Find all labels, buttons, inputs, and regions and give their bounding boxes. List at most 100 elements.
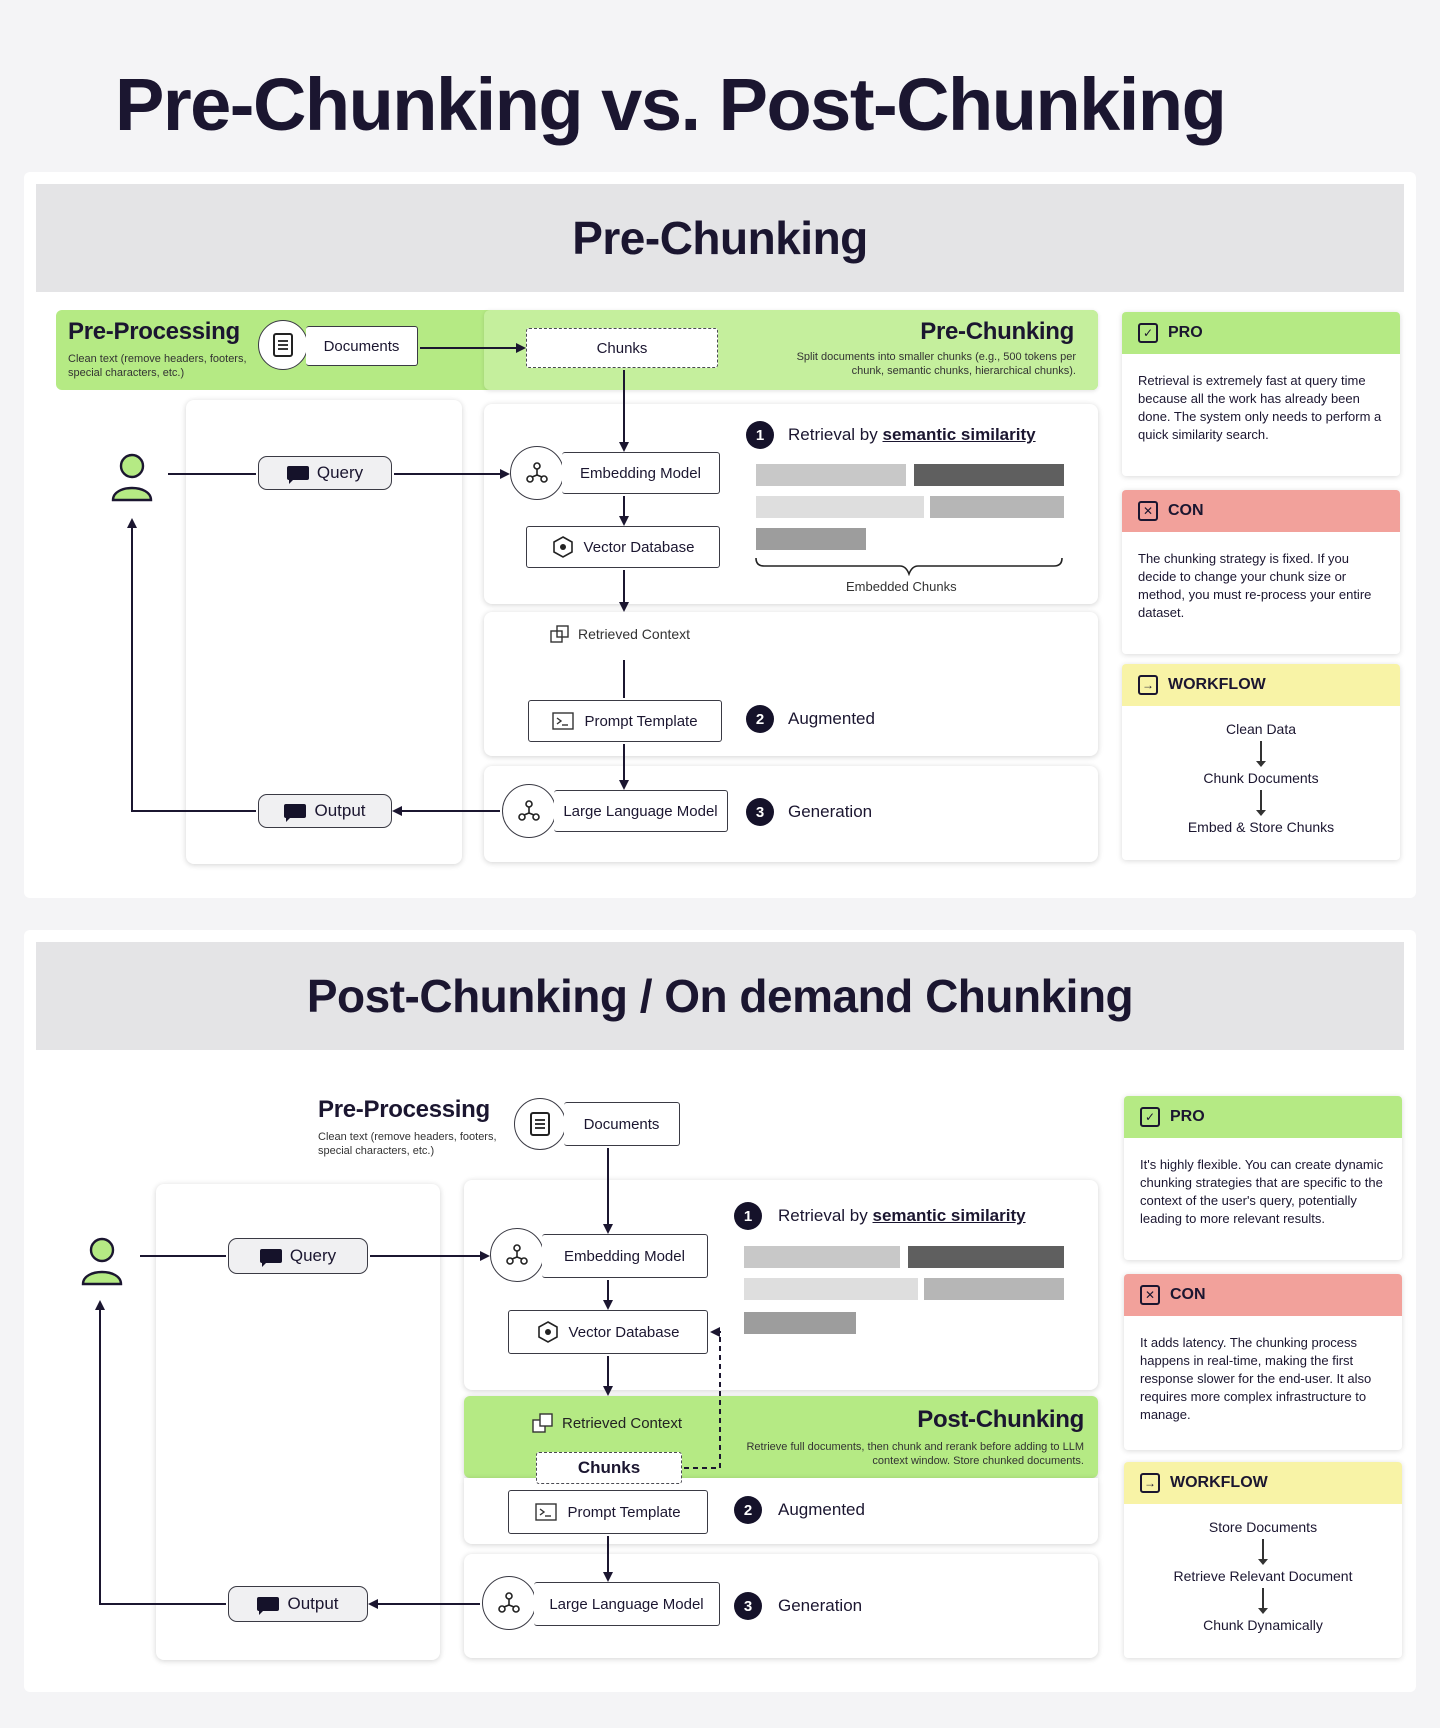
pre-pro-label: PRO [1168,324,1203,341]
post-workflow-label: WORKFLOW [1170,1474,1268,1491]
pre-documents-node[interactable]: Documents [306,326,418,366]
copy-icon [550,625,569,643]
post-embedding-model-node[interactable]: Embedding Model [542,1234,708,1278]
terminal-icon [552,712,575,730]
chat-icon [286,466,309,484]
chat-icon [259,1249,282,1267]
network-icon [506,1244,528,1265]
pre-llm-node[interactable]: Large Language Model [554,790,728,832]
post-chunk-bar [744,1312,856,1334]
post-chunk-bar [744,1278,918,1300]
post-con-label: CON [1170,1286,1206,1303]
pre-retrieved-context: Retrieved Context [550,624,690,644]
post-workflow-step: Retrieve Relevant Document [1173,1568,1353,1584]
arrow-right-icon: → [1140,1473,1160,1493]
post-vector-database-node[interactable]: Vector Database [508,1310,708,1354]
pre-workflow-label: WORKFLOW [1168,676,1266,693]
pre-workflow-steps: Clean Data Chunk Documents Embed & Store… [1122,706,1400,854]
post-prompt-template-label: Prompt Template [567,1503,681,1521]
pre-documents-icon-circle [258,320,308,370]
pre-output-label: Output [314,801,366,820]
down-arrow-icon [1258,1539,1268,1565]
post-con-text: It adds latency. The chunking process ha… [1140,1335,1372,1422]
document-icon [530,1112,550,1136]
post-user-icon [81,1237,123,1286]
post-pro-text: It's highly flexible. You can create dyn… [1140,1157,1384,1226]
pre-prompt-template-node[interactable]: Prompt Template [528,700,722,742]
pre-output-pill[interactable]: Output [258,794,392,828]
post-step2-text: Augmented [778,1500,865,1519]
check-icon: ✓ [1138,323,1158,343]
pre-step1-text: Retrieval by semantic similarity [788,425,1036,445]
pre-workflow-step: Chunk Documents [1203,770,1319,786]
down-arrow-icon [1256,741,1266,767]
pre-chunk-bar [914,464,1064,486]
post-workflow-steps: Store Documents Retrieve Relevant Docume… [1124,1504,1402,1652]
chat-icon [284,804,307,822]
post-pro-label: PRO [1170,1108,1205,1125]
network-icon [498,1592,520,1613]
terminal-icon [535,1503,558,1521]
post-step1-emphasis: semantic similarity [872,1206,1026,1225]
document-icon [273,333,293,357]
post-llm-icon-circle [482,1576,536,1630]
pre-vector-database-node[interactable]: Vector Database [526,526,720,568]
pre-retrieved-context-label: Retrieved Context [578,626,691,642]
post-con-header: ✕CON [1124,1274,1402,1316]
pre-con-label: CON [1168,502,1204,519]
post-query-pill[interactable]: Query [228,1238,368,1274]
post-pro-card: ✓ PRO It's highly flexible. You can creat… [1124,1096,1402,1260]
pre-user-icon [111,453,153,502]
post-retrieved-context: Retrieved Context [532,1412,682,1434]
pre-query-pill[interactable]: Query [258,456,392,490]
pre-pro-text: Retrieval is extremely fast at query tim… [1138,373,1382,442]
post-step2-number: 2 [734,1496,762,1524]
pre-vector-database-label: Vector Database [583,538,695,556]
pre-query-label: Query [316,463,364,482]
pre-step1-emphasis: semantic similarity [882,425,1036,444]
pre-chunks-node[interactable]: Chunks [526,328,718,368]
post-chunk-bar [744,1246,900,1268]
pre-llm-icon-circle [502,784,556,838]
pre-embedded-chunks-label: Embedded Chunks [846,579,957,594]
arrow-right-icon: → [1138,675,1158,695]
post-embedding-icon-circle [490,1228,544,1282]
post-step3-text: Generation [778,1596,863,1615]
down-arrow-icon [1258,1588,1268,1614]
post-output-pill[interactable]: Output [228,1586,368,1622]
pre-workflow-card: → WORKFLOW Clean Data Chunk Documents Emb… [1122,664,1400,860]
pre-step1-number: 1 [746,421,774,449]
pre-embedded-chunks-brace [755,557,1063,576]
post-workflow-step: Chunk Dynamically [1203,1617,1323,1633]
pre-chunk-bar [756,496,924,518]
pre-step2-number: 2 [746,705,774,733]
down-arrow-icon [1256,790,1266,816]
pre-con-header: ✕CON [1122,490,1400,532]
post-documents-icon-circle [514,1098,566,1150]
post-documents-node[interactable]: Documents [564,1102,680,1146]
pre-preprocessing-title: Pre-Processing [68,318,240,345]
pre-pro-header: ✓ PRO [1122,312,1400,354]
post-workflow-card: → WORKFLOW Store Documents Retrieve Relev… [1124,1462,1402,1658]
post-query-label: Query [289,1246,337,1265]
post-prompt-template-node[interactable]: Prompt Template [508,1490,708,1534]
pre-chunking-desc: Split documents into smaller chunks (e.g… [796,351,1076,377]
database-icon [537,1321,558,1343]
post-llm-node[interactable]: Large Language Model [534,1582,720,1626]
pre-chunk-bar [756,464,906,486]
post-con-card: ✕CON It adds latency. The chunking proce… [1124,1274,1402,1450]
pre-workflow-step: Clean Data [1225,721,1297,737]
chat-icon [257,1597,280,1615]
post-workflow-header: → WORKFLOW [1124,1462,1402,1504]
pre-embedding-model-node[interactable]: Embedding Model [562,452,720,494]
post-chunks-node[interactable]: Chunks [536,1452,682,1484]
network-icon [518,800,540,821]
pre-chunking-title: Pre-Chunking [920,318,1074,345]
post-step1-number: 1 [734,1202,762,1230]
check-icon: ✓ [1140,1107,1160,1127]
post-step1-text: Retrieval by semantic similarity [778,1206,1026,1226]
pre-embedding-icon-circle [510,446,564,500]
post-vector-database-label: Vector Database [568,1323,680,1341]
post-retrieved-context-label: Retrieved Context [562,1414,683,1432]
post-chunking-desc: Retrieve full documents, then chunk and … [746,1441,1084,1467]
